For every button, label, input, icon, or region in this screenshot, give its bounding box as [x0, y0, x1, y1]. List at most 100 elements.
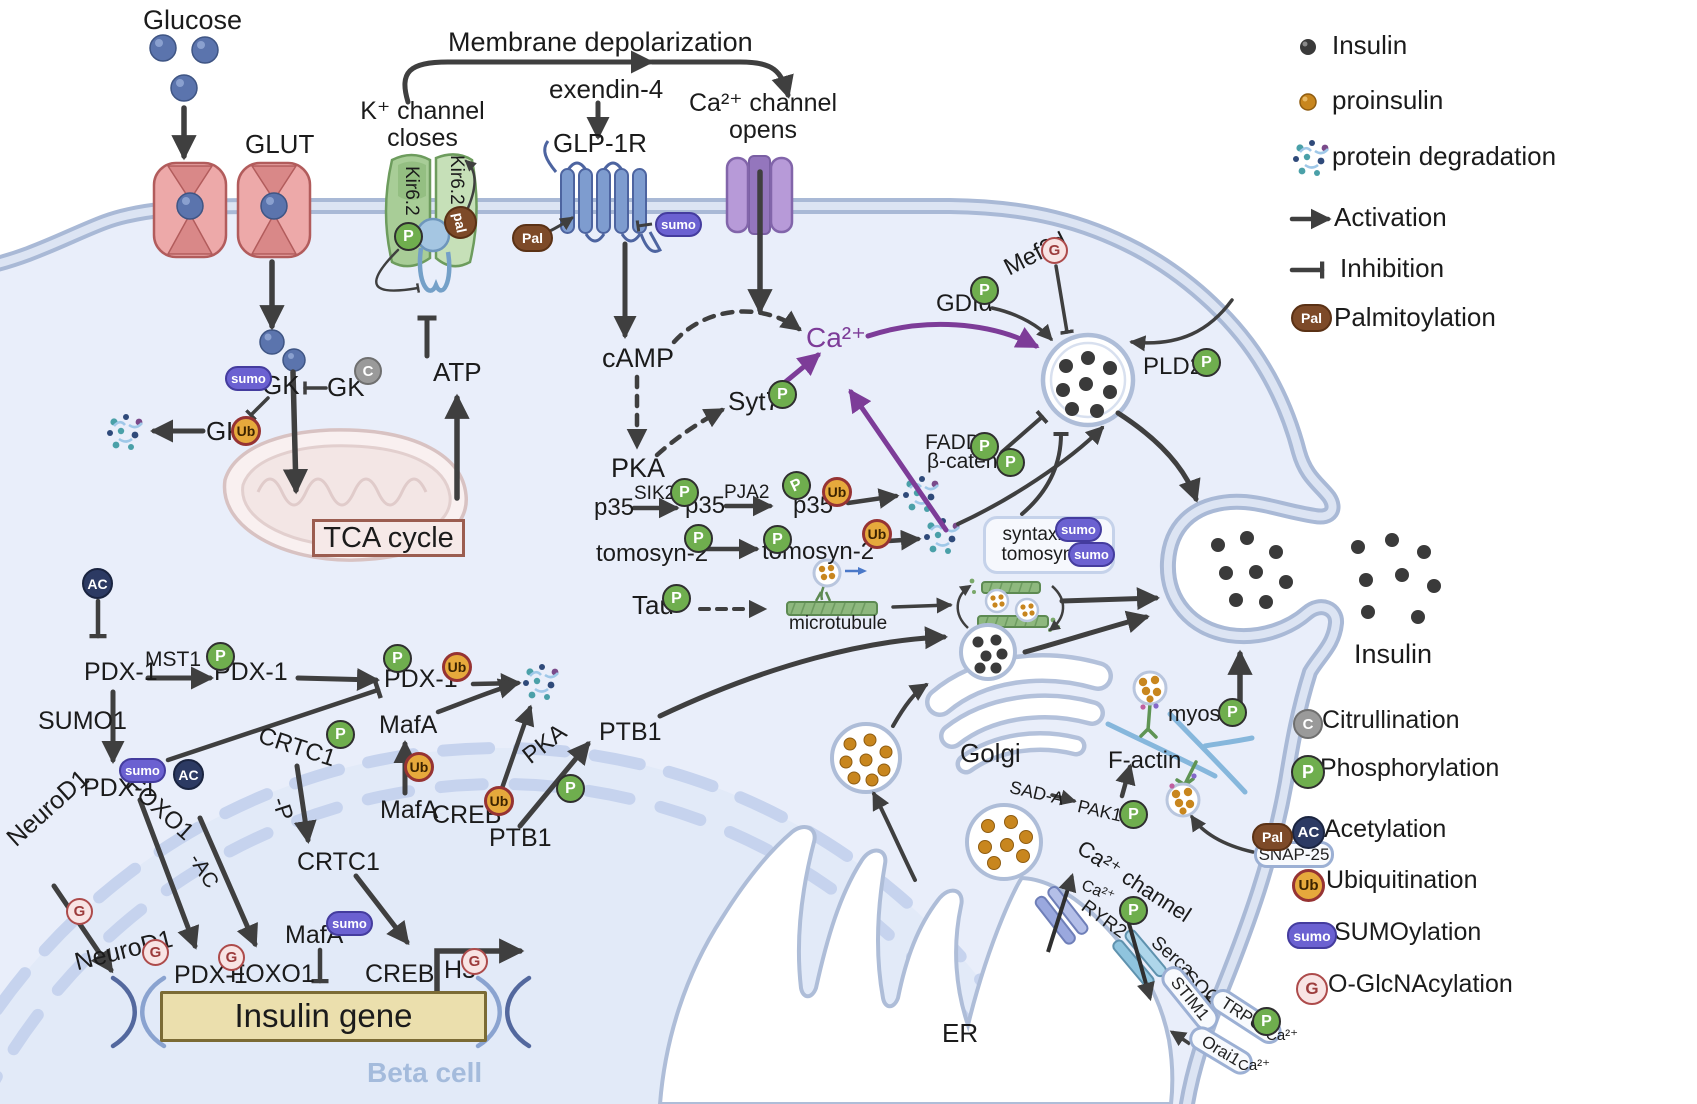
myosin-motors	[1132, 670, 1201, 818]
phospho-tag: P	[394, 222, 423, 251]
glucose-molecules	[149, 34, 306, 372]
calcium-label: Ca²⁺	[806, 322, 866, 353]
mst1-label: MST1	[145, 648, 202, 671]
microtubule-depolymerization-cycle	[956, 578, 1065, 632]
legend-inhibition: Inhibition	[1340, 253, 1445, 283]
sumo-tag: sumo	[655, 212, 702, 237]
legend-ubiquitination: Ubiquitination	[1326, 866, 1478, 894]
ca-channel-opens-label: Ca²⁺ channel opens	[683, 90, 843, 143]
insulin-vesicle-golgi-bud	[959, 623, 1017, 681]
camp-label: cAMP	[602, 343, 675, 373]
legend-protein-degradation: protein degradation	[1332, 141, 1557, 171]
k-channel-line1: K⁺ channel	[360, 97, 485, 125]
mafa-cyt-label: MafA	[379, 711, 438, 739]
microtubule-label: microtubule	[789, 613, 888, 634]
crtc1-nuc-label: CRTC1	[297, 848, 380, 876]
ubiquitin-tag: Ub	[404, 752, 434, 782]
ptb1-lower-label: PTB1	[489, 824, 552, 852]
oglcnac-tag: G	[66, 898, 93, 925]
ubiquitin-tag: Ub	[822, 477, 852, 507]
phospho-tag: P	[768, 380, 797, 409]
oglcnac-tag: G	[142, 939, 169, 966]
phospho-tag: P	[1192, 348, 1221, 377]
tca-cycle-box: TCA cycle	[312, 519, 465, 557]
legend-citrullination: Citrullination	[1322, 706, 1460, 734]
microtubule	[786, 558, 878, 616]
phospho-tag: P	[556, 774, 585, 803]
phospho-tag: P	[1119, 800, 1148, 829]
arrows	[51, 50, 1332, 997]
legend-palmitoyl-tag: Pal	[1291, 304, 1332, 332]
ca-channel-line1: Ca²⁺ channel	[689, 89, 837, 117]
beta-cell-label: Beta cell	[367, 1057, 483, 1088]
k-channel-closes-label: K⁺ channel closes	[345, 98, 500, 151]
palmitoyl-tag: Pal	[1252, 823, 1293, 851]
ubiquitin-tag: Ub	[231, 416, 261, 446]
sumo-tag: sumo	[326, 911, 373, 936]
atp-label: ATP	[433, 357, 482, 387]
er-label: ER	[942, 1018, 979, 1048]
phospho-tag: P	[1119, 896, 1148, 925]
phospho-tag: P	[662, 584, 691, 613]
sumo-tag: sumo	[119, 758, 166, 783]
ca2-orai1-label: Ca²⁺	[1238, 1057, 1271, 1074]
proinsulin-vesicle-er-bud	[965, 803, 1043, 881]
ryr2-ca-flux-arrow	[1046, 872, 1077, 953]
membrane-depolarization-label: Membrane depolarization	[448, 27, 753, 57]
phospho-tag: P	[206, 642, 235, 671]
tca-cycle-label: TCA cycle	[323, 521, 454, 554]
phospho-tag: P	[326, 720, 355, 749]
acetyl-tag: AC	[82, 568, 113, 599]
phospho-tag: P	[670, 478, 699, 507]
legend-sumo-tag: sumo	[1287, 922, 1337, 949]
sumo-tag: sumo	[1068, 542, 1115, 567]
p35-label: p35	[594, 494, 635, 521]
legend-ubiquitin-tag: Ub	[1292, 869, 1325, 902]
ubiquitin-tag: Ub	[862, 519, 892, 549]
sumo-tag: sumo	[1055, 517, 1102, 542]
legend-icons	[1299, 39, 1317, 111]
golgi-label: Golgi	[960, 738, 1021, 768]
insulin-secreted-label: Insulin	[1354, 639, 1433, 669]
legend-sumoylation: SUMOylation	[1334, 918, 1482, 946]
acetyl-tag: AC	[173, 759, 204, 790]
serca-ca-flux-arrow	[1126, 919, 1155, 1002]
sumo-tag: sumo	[225, 366, 272, 391]
oglcnac-tag: G	[461, 948, 488, 975]
legend-o-glcnacylation: O-GlcNAcylation	[1328, 970, 1513, 998]
glp1r-label: GLP-1R	[553, 128, 647, 158]
legend-acetyl-tag: AC	[1292, 816, 1325, 849]
creb-nuc-label: CREB	[365, 960, 435, 988]
insulin-granules-pore	[1211, 531, 1293, 609]
f-actin-label: F-actin	[1108, 747, 1182, 774]
insulin-granules-secreted	[1351, 533, 1441, 624]
insulin-gene-label: Insulin gene	[234, 997, 413, 1035]
phospho-tag: P	[970, 432, 999, 461]
sumo1-label: SUMO1	[38, 707, 127, 735]
foxo1-nuc-label: FOXO1	[230, 960, 315, 988]
legend-phosphorylation: Phosphorylation	[1320, 754, 1500, 782]
insulin-vesicle-docked	[1040, 332, 1136, 428]
pka-label: PKA	[611, 453, 666, 483]
proinsulin-vesicle-free	[830, 722, 902, 794]
legend-citrullination-tag: C	[1293, 709, 1323, 739]
ubiquitin-tag: Ub	[484, 786, 514, 816]
pdx1-label: PDX-1	[84, 658, 158, 686]
ubiquitin-tag: Ub	[442, 652, 472, 682]
f-actin-filaments	[1105, 711, 1255, 795]
phospho-tag: P	[1218, 698, 1247, 727]
golgi	[925, 653, 1113, 775]
legend-proinsulin: proinsulin	[1332, 85, 1444, 115]
fadd-label: FADD	[925, 431, 982, 454]
k-channel-line2: closes	[387, 123, 458, 152]
kir62-left-label: Kir6.2	[401, 166, 422, 216]
phospho-tag: P	[996, 448, 1025, 477]
glut-label: GLUT	[245, 129, 315, 159]
kir62-right-label: Kir6.2	[446, 155, 467, 205]
glut-transporters	[152, 161, 312, 259]
orai1-influx-arrow	[1169, 1030, 1191, 1047]
phospho-tag: P	[763, 525, 792, 554]
legend-activation: Activation	[1334, 202, 1447, 232]
legend-acetylation: Acetylation	[1324, 815, 1447, 843]
